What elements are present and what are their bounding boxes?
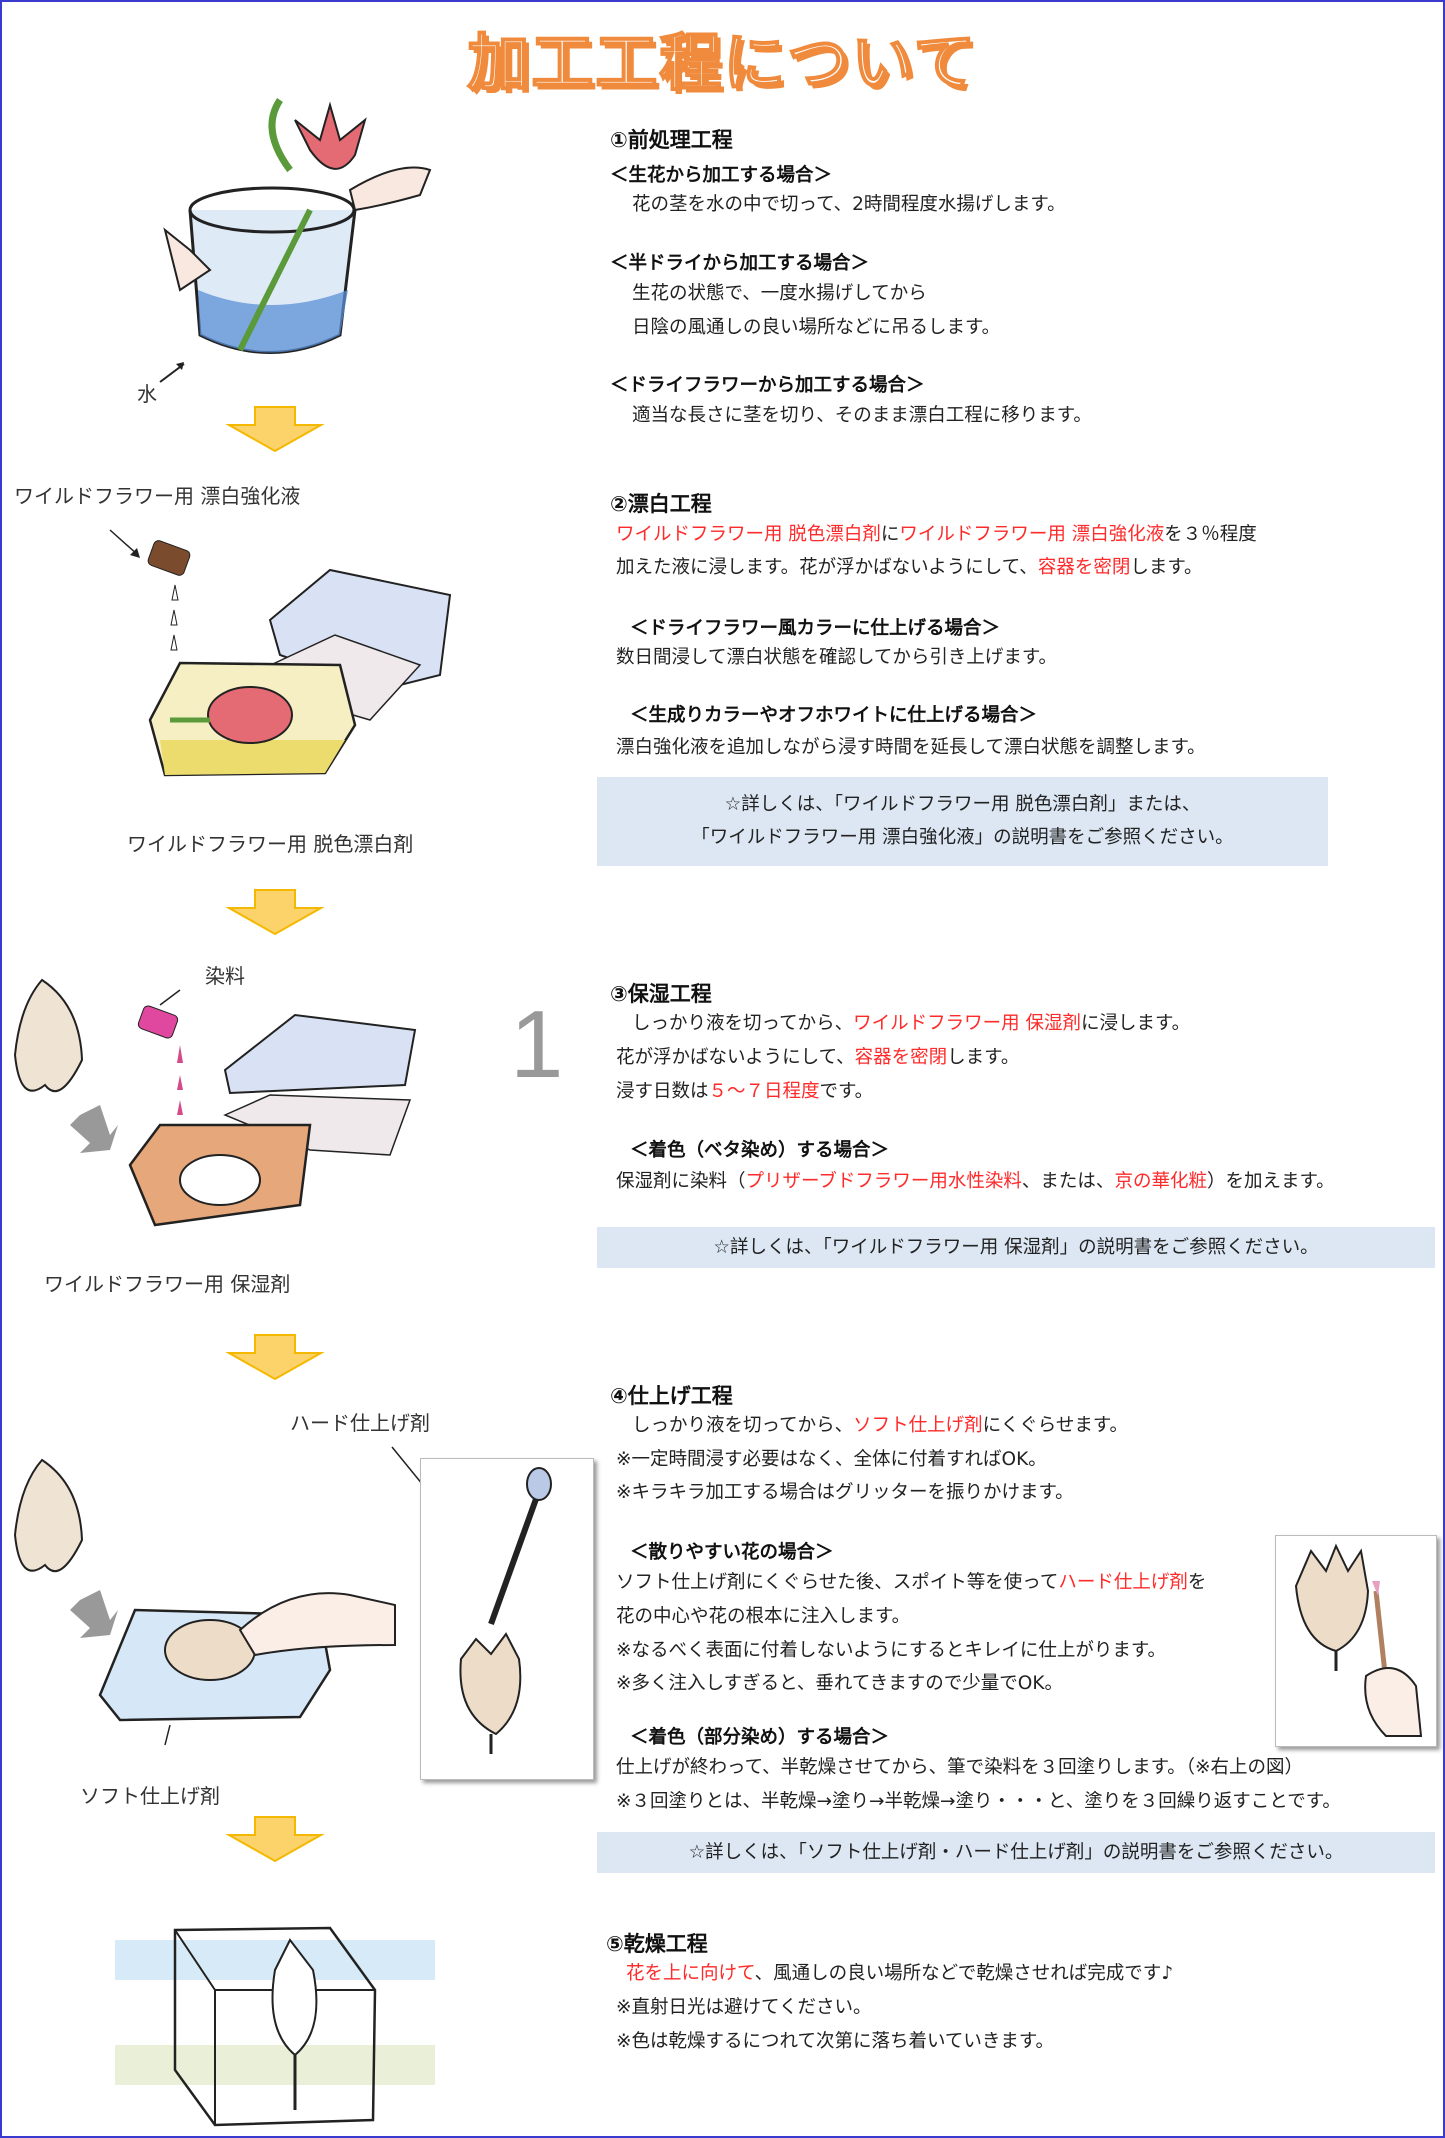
hard-finish-label: ハード仕上げ剤 [290, 1411, 430, 1435]
text: に浸します。 [1080, 1013, 1191, 1034]
text: ソフト仕上げ剤にくぐらせた後、スポイト等を使って [616, 1572, 1059, 1593]
highlight: 花を上に向けて [626, 1963, 755, 1984]
down-arrow-icon [225, 1334, 325, 1381]
drying-illustration [115, 1926, 435, 2127]
s2-line: 加えた液に浸します。花が浮かばないようにして、容器を密閉します。 [616, 556, 1202, 580]
s3-line: 保湿剤に染料（プリザーブドフラワー用水性染料、または、京の華化粧）を加えます。 [616, 1170, 1335, 1194]
section-4-heading: ④仕上げ工程 [610, 1384, 733, 1408]
s1-text: 生花の状態で、一度水揚げしてから [632, 283, 927, 304]
s4-text: 花の中心や花の根本に注入します。 [616, 1606, 911, 1627]
dye-label: 染料 [205, 964, 245, 988]
s4-line: ソフト仕上げ剤にくぐらせた後、スポイト等を使ってハード仕上げ剤を [616, 1571, 1206, 1595]
soft-finish-illustration [13, 1458, 396, 1746]
s3-line: 浸す日数は５～７日程度です。 [616, 1080, 873, 1104]
hard-finish-card [420, 1458, 594, 1780]
text: 加えた液に浸します。花が浮かばないようにして、 [616, 557, 1038, 578]
text: 保湿剤に染料（ [616, 1171, 746, 1192]
vase-illustration [163, 98, 432, 354]
bleach-enhancer-label: ワイルドフラワー用 漂白強化液 [14, 484, 301, 508]
section-3-heading: ③保湿工程 [610, 982, 712, 1006]
s4-line: しっかり液を切ってから、ソフト仕上げ剤にくぐらせます。 [632, 1414, 1128, 1438]
s3-note-box: ☆詳しくは、「ワイルドフラワー用 保湿剤」の説明書をご参照ください。 [597, 1227, 1435, 1268]
s4-text: 仕上げが終わって、半乾燥させてから、筆で染料を３回塗りします。（※右上の図） [616, 1757, 1304, 1778]
dropper-illustration [459, 1467, 552, 1754]
s1-subheading-semidry: ＜半ドライから加工する場合＞ [610, 253, 870, 274]
highlight: ５～７日程度 [708, 1081, 820, 1102]
s4-subheading: ＜着色（部分染め）する場合＞ [630, 1727, 890, 1748]
section-1-heading: ①前処理工程 [610, 128, 733, 152]
text: です。 [819, 1081, 874, 1102]
product-moisturizer: ワイルドフラワー用 保湿剤 [853, 1013, 1081, 1034]
text: 、風通しの良い場所などで乾燥させれば完成です♪ [754, 1963, 1174, 1984]
water-label: 水 [137, 382, 157, 406]
down-arrow-icon [225, 406, 325, 453]
s2-text: 数日間浸して漂白状態を確認してから引き上げます。 [616, 647, 1058, 668]
product-dye: プリザーブドフラワー用水性染料 [745, 1171, 1022, 1192]
section-5-heading: ⑤乾燥工程 [606, 1932, 708, 1956]
s4-note-box: ☆詳しくは、「ソフト仕上げ剤・ハード仕上げ剤」の説明書をご参照ください。 [597, 1832, 1435, 1873]
note-line: ☆詳しくは、「ワイルドフラワー用 保湿剤」の説明書をご参照ください。 [713, 1237, 1319, 1258]
s4-text: ※３回塗りとは、半乾燥→塗り→半乾燥→塗り・・・と、塗りを３回繰り返すことです。 [616, 1791, 1341, 1812]
s4-text: ※キラキラ加工する場合はグリッターを振りかけます。 [616, 1482, 1074, 1503]
text: します。 [1130, 557, 1203, 578]
s1-subheading-fresh: ＜生花から加工する場合＞ [610, 165, 833, 186]
s1-text: 日陰の風通しの良い場所などに吊るします。 [632, 317, 1001, 338]
brush-illustration [1294, 1543, 1423, 1737]
text: に [880, 524, 900, 545]
brush-card [1275, 1535, 1437, 1747]
s4-text: ※多く注入しすぎると、垂れてきますので少量でOK。 [616, 1673, 1063, 1694]
s2-subheading: ＜生成りカラーやオフホワイトに仕上げる場合＞ [630, 705, 1038, 726]
down-arrow-icon [225, 889, 325, 936]
bleach-label: ワイルドフラワー用 脱色漂白剤 [127, 832, 414, 856]
note-line: ☆詳しくは、「ワイルドフラワー用 脱色漂白剤」または、 [724, 794, 1201, 815]
text: 花が浮かばないようにして、 [616, 1047, 855, 1068]
s1-text: 花の茎を水の中で切って、2時間程度水揚げします。 [632, 194, 1066, 215]
text: 浸す日数は [616, 1081, 709, 1102]
product-soft-finish: ソフト仕上げ剤 [853, 1415, 983, 1436]
page-number: 1 [510, 991, 564, 1098]
product-bleach-enhancer: ワイルドフラワー用 漂白強化液 [899, 524, 1165, 545]
text: しっかり液を切ってから、 [632, 1013, 854, 1034]
text: にくぐらせます。 [982, 1415, 1129, 1436]
page-title: 加工工程について [466, 25, 978, 100]
s2-text: 漂白強化液を追加しながら浸す時間を延長して漂白状態を調整します。 [616, 737, 1206, 758]
text: します。 [947, 1047, 1020, 1068]
soft-finish-label: ソフト仕上げ剤 [80, 1784, 220, 1808]
text: を [1187, 1572, 1207, 1593]
moisturizer-label: ワイルドフラワー用 保湿剤 [44, 1272, 291, 1296]
s1-text: 適当な長さに茎を切り、そのまま漂白工程に移ります。 [632, 405, 1092, 426]
water-arrow-icon [159, 362, 185, 383]
s4-text: ※一定時間浸す必要はなく、全体に付着すればOK。 [616, 1449, 1047, 1470]
note-line: 「ワイルドフラワー用 漂白強化液」の説明書をご参照ください。 [691, 827, 1234, 848]
product-bleach: ワイルドフラワー用 脱色漂白剤 [616, 524, 881, 545]
s5-line: 花を上に向けて、風通しの良い場所などで乾燥させれば完成です♪ [626, 1962, 1173, 1986]
s5-text: ※直射日光は避けてください。 [616, 1997, 872, 2018]
highlight: 容器を密閉 [1037, 557, 1131, 578]
s3-subheading: ＜着色（ベタ染め）する場合＞ [630, 1140, 890, 1161]
section-2-heading: ②漂白工程 [610, 492, 712, 516]
s5-text: ※色は乾燥するにつれて次第に落ち着いていきます。 [616, 2031, 1055, 2052]
text: しっかり液を切ってから、 [632, 1415, 854, 1436]
s4-subheading: ＜散りやすい花の場合＞ [630, 1542, 834, 1563]
bleach-illustration [109, 529, 452, 777]
text: 、または、 [1021, 1171, 1115, 1192]
s1-subheading-dried: ＜ドライフラワーから加工する場合＞ [610, 375, 925, 396]
s4-text: ※なるべく表面に付着しないようにするとキレイに仕上がります。 [616, 1640, 1166, 1661]
text: を３％程度 [1164, 524, 1257, 545]
s3-line: しっかり液を切ってから、ワイルドフラワー用 保湿剤に浸します。 [632, 1012, 1190, 1036]
s3-line: 花が浮かばないようにして、容器を密閉します。 [616, 1046, 1019, 1070]
product-kyo-no-hanagesho: 京の華化粧 [1114, 1171, 1207, 1192]
product-hard-finish: ハード仕上げ剤 [1058, 1572, 1188, 1593]
moisturizer-illustration [13, 978, 417, 1227]
s2-line: ワイルドフラワー用 脱色漂白剤にワイルドフラワー用 漂白強化液を３％程度 [616, 523, 1257, 547]
down-arrow-icon [225, 1816, 325, 1863]
highlight: 容器を密閉 [854, 1047, 948, 1068]
note-line: ☆詳しくは、「ソフト仕上げ剤・ハード仕上げ剤」の説明書をご参照ください。 [688, 1842, 1344, 1863]
s2-note-box: ☆詳しくは、「ワイルドフラワー用 脱色漂白剤」または、 「ワイルドフラワー用 漂… [597, 777, 1328, 866]
text: ）を加えます。 [1206, 1171, 1335, 1192]
s2-subheading: ＜ドライフラワー風カラーに仕上げる場合＞ [630, 618, 1001, 639]
